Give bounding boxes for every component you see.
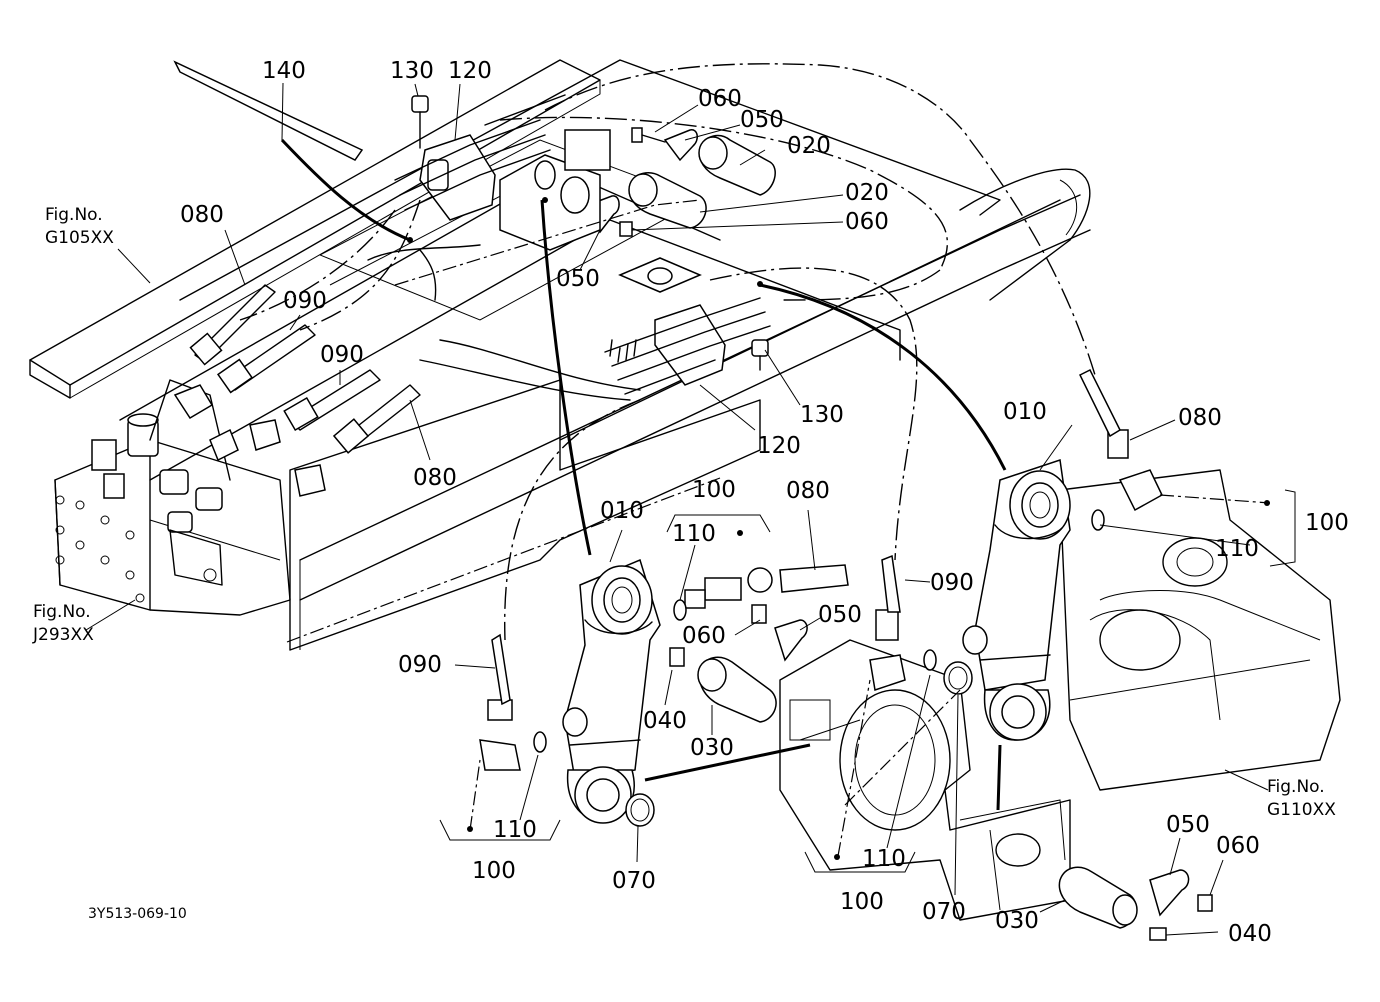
fig-ref-code: G110XX [1267, 800, 1336, 820]
label-100: 100 [472, 858, 516, 884]
label-040: 040 [1228, 921, 1272, 947]
leader-lines [85, 82, 1269, 936]
label-060: 060 [1216, 833, 1260, 859]
group-brackets [407, 197, 1296, 873]
label-090: 090 [398, 652, 442, 678]
lower-hose-clamp [604, 257, 771, 395]
label-020: 020 [845, 180, 889, 206]
label-080: 080 [180, 202, 224, 228]
drawing-code: 3Y513-069-10 [88, 906, 187, 922]
label-120: 120 [757, 433, 801, 459]
center-pin-set [669, 564, 849, 723]
label-110: 110 [672, 521, 716, 547]
label-030: 030 [995, 908, 1039, 934]
label-100: 100 [1305, 510, 1349, 536]
hose-routes [280, 138, 1007, 811]
label-110: 110 [862, 846, 906, 872]
label-050: 050 [818, 602, 862, 628]
fig-ref-code: G105XX [45, 228, 114, 248]
label-050: 050 [1166, 812, 1210, 838]
part-140-strap [173, 60, 364, 161]
upper-pins [499, 127, 776, 251]
label-080: 080 [1178, 405, 1222, 431]
label-090: 090 [283, 288, 327, 314]
left-hoses [173, 284, 641, 497]
label-050: 050 [740, 107, 784, 133]
label-060: 060 [682, 623, 726, 649]
label-120: 120 [448, 58, 492, 84]
label-010: 010 [600, 498, 644, 524]
label-060: 060 [845, 209, 889, 235]
upper-hose-clamp [394, 94, 566, 221]
label-130: 130 [800, 402, 844, 428]
hose-centerlines [239, 63, 1271, 857]
label-060: 060 [698, 86, 742, 112]
label-090: 090 [930, 570, 974, 596]
label-100: 100 [692, 477, 736, 503]
label-100: 100 [840, 889, 884, 915]
label-110: 110 [1215, 536, 1259, 562]
label-130: 130 [390, 58, 434, 84]
label-030: 030 [690, 735, 734, 761]
label-080: 080 [413, 465, 457, 491]
label-020: 020 [787, 133, 831, 159]
label-140: 140 [262, 58, 306, 84]
part-number-labels: 140 130 120 060 050 020 020 060 050 080 … [180, 58, 1349, 947]
label-090: 090 [320, 342, 364, 368]
fig-ref-title: Fig.No. [45, 205, 103, 225]
right-lift-cylinder [869, 368, 1163, 741]
figure-references: Fig.No. G105XX Fig.No. J293XX Fig.No. G1… [32, 205, 1336, 820]
fig-ref-code: J293XX [32, 625, 94, 645]
label-080: 080 [786, 478, 830, 504]
control-valve-block [54, 379, 291, 616]
fig-ref-title: Fig.No. [1267, 777, 1325, 797]
fig-ref-title: Fig.No. [33, 602, 91, 622]
label-070: 070 [922, 899, 966, 925]
label-110: 110 [493, 817, 537, 843]
label-040: 040 [643, 708, 687, 734]
left-lift-cylinder [479, 558, 661, 827]
lower-right-pin-set [1058, 866, 1213, 941]
label-070: 070 [612, 868, 656, 894]
label-010: 010 [1003, 399, 1047, 425]
label-050: 050 [556, 266, 600, 292]
